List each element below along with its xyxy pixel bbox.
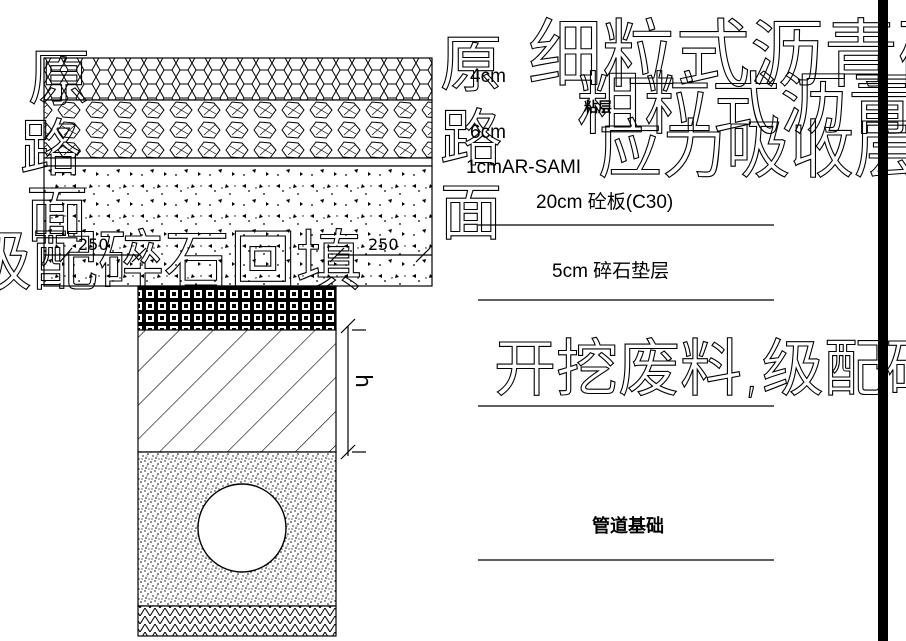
pipe-circle xyxy=(197,483,287,573)
left-char-3: 面 xyxy=(26,178,88,251)
dim-h-label: h xyxy=(350,374,375,388)
left-char-1: 原 xyxy=(28,42,90,115)
slab-label: 20cm 砼板(C30) xyxy=(536,191,673,213)
dim-tick xyxy=(59,247,73,263)
dim-label-right: 250 xyxy=(368,235,399,254)
right-char-2: 路 xyxy=(440,102,502,175)
dim-h-tick xyxy=(340,444,356,460)
tack-coat-label: 粘层 xyxy=(584,99,612,115)
sami-label: 1cmAR-SAMI xyxy=(466,157,581,178)
dim-tick xyxy=(329,247,345,263)
right-char-1: 原 xyxy=(440,28,502,101)
right-char-3: 面 xyxy=(440,176,502,249)
layer-fine-asphalt xyxy=(43,57,433,101)
dim-h-tick xyxy=(340,318,356,334)
right-vertical-label: 原 路 面 xyxy=(439,27,502,249)
backfill-label: 级配碎石回填 xyxy=(0,223,362,300)
dim-tick xyxy=(131,247,147,263)
drawing-border xyxy=(878,0,888,641)
layer-concrete-slab xyxy=(43,165,433,287)
dim-tick xyxy=(415,247,431,263)
trench-bedding xyxy=(137,605,337,637)
trench-cushion-layer xyxy=(137,285,337,331)
layer-coarse-asphalt xyxy=(43,99,433,159)
left-vertical-label: 原 路 面 xyxy=(19,41,90,251)
dim-label-left: 250 xyxy=(78,235,109,254)
top-label-fine-asphalt: 细粒式沥青砼 xyxy=(528,12,906,98)
top-label-coarse-asphalt: 粗粒式沥青砼 xyxy=(576,66,906,145)
trench-excavation-fill xyxy=(137,329,337,453)
cushion-label: 5cm 碎石垫层 xyxy=(552,260,669,282)
excavation-label: 开挖废料,级配碎 xyxy=(494,332,906,405)
top-label-stress-absorb: 应力吸收层 xyxy=(598,114,906,188)
layer-sami xyxy=(43,157,433,167)
left-char-2: 路 xyxy=(20,112,82,185)
thickness-4cm: 4cm xyxy=(470,66,506,87)
thickness-6cm: 6cm xyxy=(470,122,506,143)
pipe-base-label: 管道基础 xyxy=(592,515,664,536)
